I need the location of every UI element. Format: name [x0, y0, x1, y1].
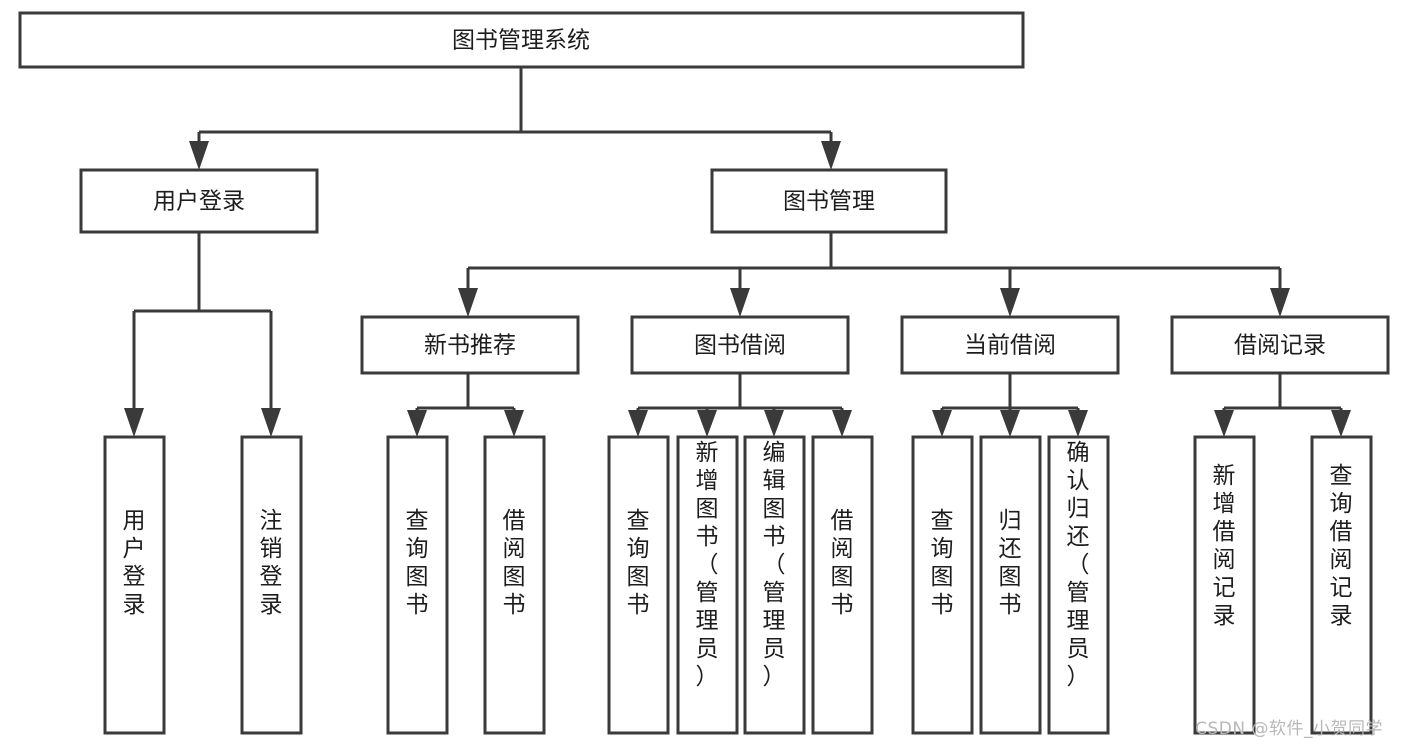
node-leaf-1-label: 用户登录 [123, 508, 146, 618]
node-leaf-11-box[interactable] [1047, 435, 1110, 735]
node-leaf-12[interactable]: 新增借阅记录 [1193, 435, 1256, 735]
arrow-to-leaf-5 [628, 410, 648, 437]
node-root-box[interactable] [18, 11, 1025, 69]
node-leaf-10[interactable]: 归还图书 [979, 435, 1042, 735]
node-leaf-5[interactable]: 查询图书 [607, 435, 670, 735]
node-leaf-2[interactable]: 注销登录 [240, 435, 303, 735]
node-leaf-12-box[interactable] [1193, 435, 1256, 735]
arrow-to-leaf-13 [1331, 410, 1351, 437]
node-leaf-9-label: 查询图书 [931, 508, 954, 618]
node-current-label: 当前借阅 [964, 333, 1056, 359]
node-newbook-box[interactable] [360, 315, 580, 375]
node-leaf-1-box[interactable] [103, 435, 166, 735]
node-leaf-6-box[interactable] [676, 435, 739, 735]
arrow-to-leaf-6 [697, 410, 717, 437]
arrow-to-leaf-8 [832, 410, 852, 437]
node-leaf-4-label: 借阅图书 [503, 508, 526, 618]
node-leaf-11-label: 确认归还（管理员） [1067, 440, 1090, 690]
node-current[interactable]: 当前借阅 [900, 315, 1120, 375]
node-leaf-3-box[interactable] [386, 435, 449, 735]
arrow-to-leaf-9 [932, 410, 952, 437]
node-root[interactable]: 图书管理系统 [18, 11, 1025, 69]
node-borrow-box[interactable] [630, 315, 850, 375]
arrow-to-leaf-12 [1214, 410, 1234, 437]
node-login-box[interactable] [79, 168, 319, 234]
node-leaf-13[interactable]: 查询借阅记录 [1310, 435, 1373, 735]
node-leaf-2-label: 注销登录 [260, 508, 283, 618]
node-leaf-13-box[interactable] [1310, 435, 1373, 735]
node-leaf-3[interactable]: 查询图书 [386, 435, 449, 735]
node-current-box[interactable] [900, 315, 1120, 375]
node-records-box[interactable] [1170, 315, 1390, 375]
node-records-label: 借阅记录 [1234, 333, 1326, 359]
node-login-label: 用户登录 [153, 189, 245, 215]
node-leaf-8[interactable]: 借阅图书 [811, 435, 874, 735]
node-newbook[interactable]: 新书推荐 [360, 315, 580, 375]
node-leaf-10-box[interactable] [979, 435, 1042, 735]
node-leaf-3-label: 查询图书 [406, 508, 429, 618]
node-borrow[interactable]: 图书借阅 [630, 315, 850, 375]
arrow-to-leaf-1 [124, 408, 144, 437]
arrow-to-newbook [458, 288, 478, 317]
node-leaf-10-label: 归还图书 [999, 508, 1022, 618]
arrow-to-leaf-2 [261, 408, 281, 437]
node-leaf-8-label: 借阅图书 [831, 508, 854, 618]
arrow-to-current [1000, 288, 1020, 317]
node-records[interactable]: 借阅记录 [1170, 315, 1390, 375]
connector-layer [124, 67, 1351, 437]
node-leaf-9-box[interactable] [911, 435, 974, 735]
node-leaf-2-box[interactable] [240, 435, 303, 735]
arrow-to-borrow [730, 288, 750, 317]
node-login[interactable]: 用户登录 [79, 168, 319, 234]
node-leaf-7-label: 编辑图书（管理员） [763, 440, 786, 690]
node-leaf-12-label: 新增借阅记录 [1213, 463, 1236, 629]
node-leaf-7-box[interactable] [743, 435, 806, 735]
node-bookmgmt-box[interactable] [710, 168, 948, 234]
node-leaf-8-box[interactable] [811, 435, 874, 735]
node-leaf-9[interactable]: 查询图书 [911, 435, 974, 735]
arrow-to-leaf-10 [1000, 410, 1020, 437]
node-leaf-11[interactable]: 确认归还（管理员） [1047, 435, 1110, 735]
arrow-to-leaf-4 [504, 410, 524, 437]
arrow-to-records [1270, 288, 1290, 317]
node-bookmgmt-label: 图书管理 [783, 189, 875, 215]
node-borrow-label: 图书借阅 [694, 333, 786, 359]
node-leaf-6[interactable]: 新增图书（管理员） [676, 435, 739, 735]
node-leaf-4[interactable]: 借阅图书 [483, 435, 546, 735]
node-leaf-5-box[interactable] [607, 435, 670, 735]
node-bookmgmt[interactable]: 图书管理 [710, 168, 948, 234]
arrow-to-leaf-11 [1068, 410, 1088, 437]
node-newbook-label: 新书推荐 [424, 333, 516, 359]
node-leaf-4-box[interactable] [483, 435, 546, 735]
arrow-to-leaf-3 [407, 410, 427, 437]
arrow-to-leaf-7 [764, 410, 784, 437]
arrow-to-bookmgmt [821, 141, 841, 170]
arrow-to-login [189, 141, 209, 170]
node-root-label: 图书管理系统 [452, 28, 590, 54]
node-leaf-13-label: 查询借阅记录 [1330, 463, 1353, 629]
node-leaf-6-label: 新增图书（管理员） [696, 440, 719, 690]
node-leaf-1[interactable]: 用户登录 [103, 435, 166, 735]
node-leaf-5-label: 查询图书 [627, 508, 650, 618]
node-leaf-7[interactable]: 编辑图书（管理员） [743, 435, 806, 735]
